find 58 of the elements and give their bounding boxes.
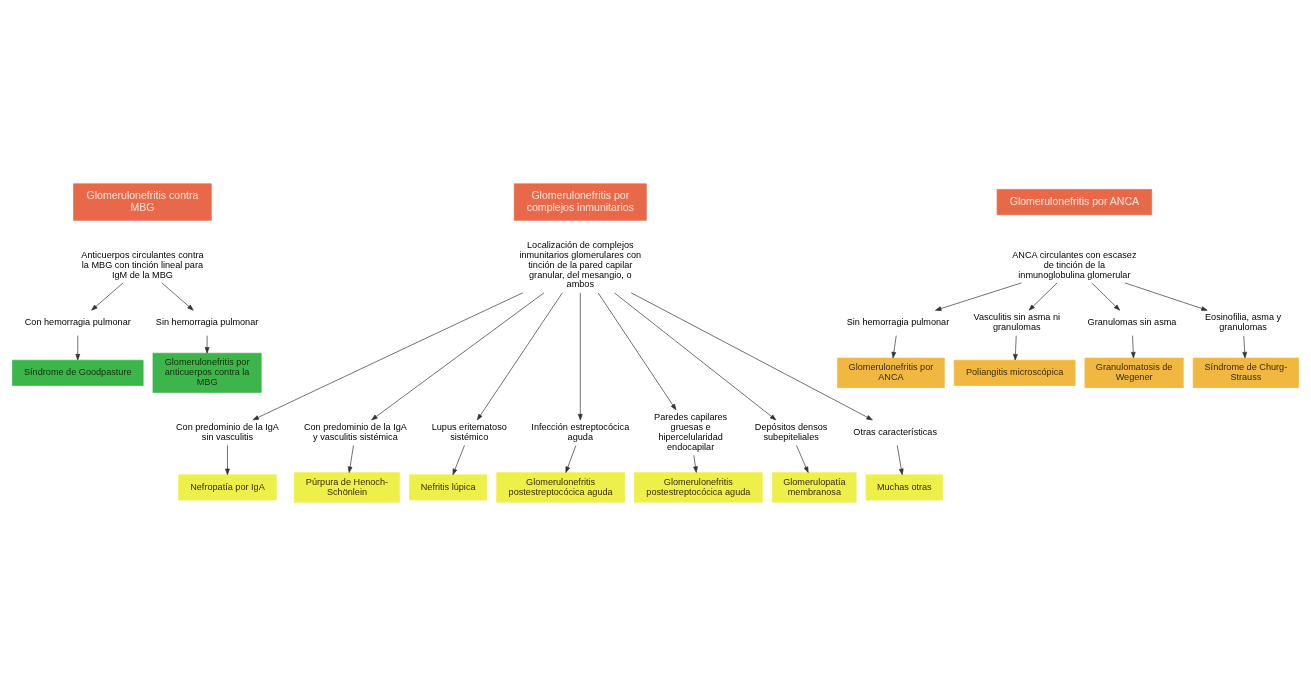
arrow bbox=[565, 444, 577, 473]
arrow bbox=[161, 282, 194, 311]
node-box: Granulomatosis de Wegener bbox=[1084, 357, 1184, 388]
node-box: Glomerulonefritis por ANCA bbox=[996, 188, 1153, 215]
arrow bbox=[935, 282, 1022, 311]
arrow bbox=[452, 444, 465, 475]
node-text: Anticuerpos circulantes contra la MBG con tinción lineal para IgM de la MBG bbox=[81, 249, 204, 280]
arrow bbox=[693, 454, 698, 473]
node-box: Nefritis lúpica bbox=[409, 473, 488, 500]
arrow bbox=[476, 292, 563, 420]
arrow bbox=[614, 292, 777, 420]
arrow bbox=[1028, 282, 1058, 311]
node-text: ANCA circulantes con escasez de tinción de la inmunoglobulina glomerular bbox=[1012, 249, 1137, 280]
arrow bbox=[1130, 334, 1136, 358]
node-text: Con predominio de la IgA sin vasculitis bbox=[175, 421, 279, 442]
node-text: Paredes capilares gruesas e hipercelularidad endocapilar bbox=[654, 411, 728, 452]
node-box: Glomerulonefritis contra MBG bbox=[73, 182, 212, 221]
node-text: Infección estreptocócica aguda bbox=[531, 421, 630, 442]
node-text: Depósitos densos subepiteliales bbox=[754, 421, 828, 442]
arrow bbox=[896, 444, 904, 475]
node-text: Lupus eritematoso sistémico bbox=[431, 421, 507, 442]
node-box: Glomerulonefritis por complejos inmunitarios bbox=[513, 182, 647, 221]
arrow bbox=[225, 444, 230, 475]
arrow bbox=[252, 291, 524, 420]
node-box: Síndrome de Goodpasture bbox=[12, 359, 144, 386]
arrow bbox=[891, 334, 897, 358]
arrow bbox=[204, 334, 210, 353]
arrow bbox=[578, 292, 583, 420]
arrow bbox=[796, 444, 809, 473]
node-box: Síndrome de Churg-Strauss bbox=[1192, 357, 1299, 388]
node-text: Sin hemorragia pulmonar bbox=[155, 316, 259, 327]
node-box: Glomerulonefritis postestreptocócica aguda bbox=[496, 471, 625, 503]
arrow bbox=[75, 334, 81, 360]
node-box: Poliangitis microscópica bbox=[953, 359, 1076, 386]
node-text: Otras características bbox=[853, 426, 937, 437]
arrow bbox=[597, 292, 677, 410]
node-text: Con hemorragia pulmonar bbox=[24, 316, 131, 327]
arrow bbox=[1013, 334, 1018, 360]
arrow bbox=[630, 292, 873, 420]
arrow bbox=[1242, 334, 1248, 358]
arrow bbox=[91, 282, 124, 311]
node-text: Localización de complejos inmunitarios glomerulares con tinción de la pared capilar granular, del mesangio, o ambos bbox=[519, 239, 642, 289]
node-box: Púrpura de Henoch-Schönlein bbox=[293, 471, 401, 503]
node-box: Nefropatía por IgA bbox=[178, 473, 277, 500]
node-box: Glomerulonefritis por anticuerpos contra la MBG bbox=[152, 352, 262, 393]
arrow bbox=[371, 292, 545, 420]
node-text: Granulomas sin asma bbox=[1087, 316, 1177, 327]
node-box: Glomerulonefritis por ANCA bbox=[837, 357, 945, 388]
arrow bbox=[347, 444, 354, 473]
node-text: Eosinofilia, asma y granulomas bbox=[1205, 311, 1282, 332]
node-text: Sin hemorragia pulmonar bbox=[846, 316, 950, 327]
arrow bbox=[1091, 282, 1121, 311]
node-box: Muchas otras bbox=[865, 473, 943, 500]
node-text: Con predominio de la IgA y vasculitis sistémica bbox=[303, 421, 407, 442]
node-box: Glomerulonefritis postestreptocócica aguda bbox=[634, 471, 763, 503]
node-box: Glomerulopatía membranosa bbox=[772, 471, 857, 503]
arrow bbox=[1124, 282, 1208, 311]
node-text: Vasculitis sin asma ni granulomas bbox=[973, 311, 1061, 332]
